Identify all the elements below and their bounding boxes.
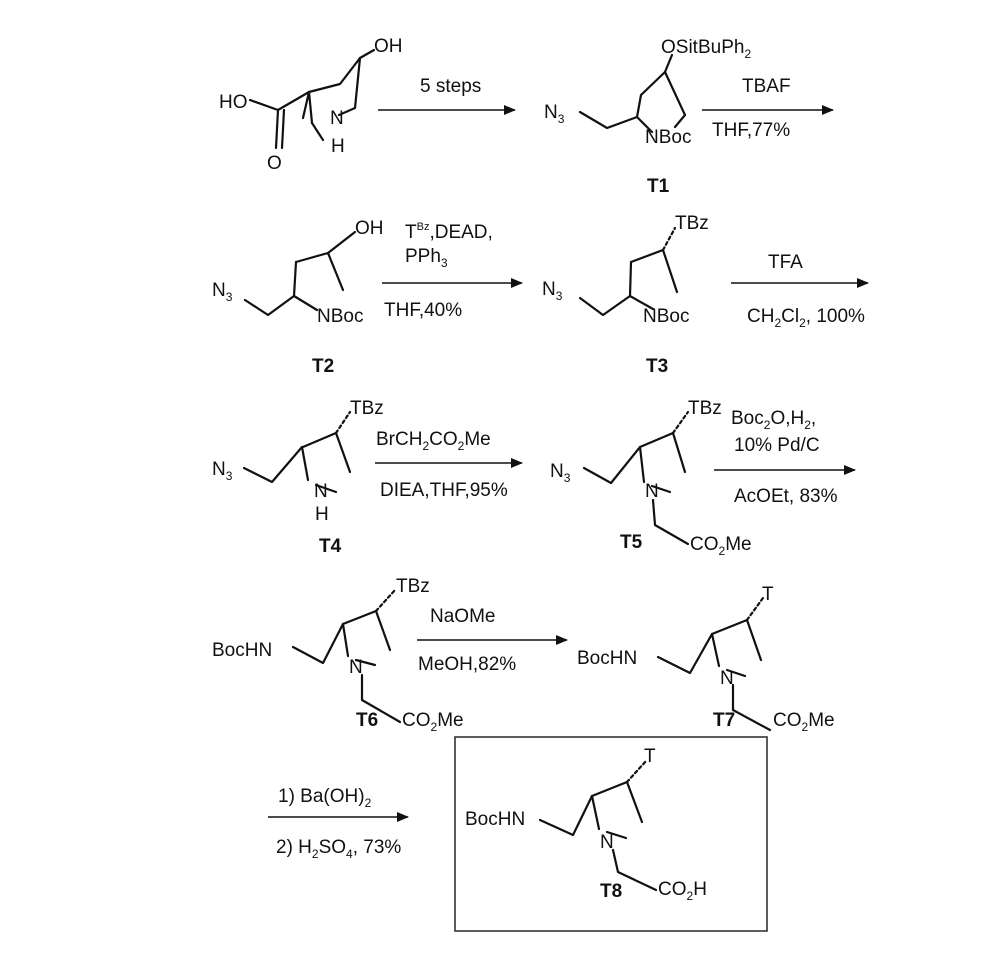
t2-oh-label: OH (355, 218, 384, 239)
step3-condition-below: THF,40% (384, 300, 462, 321)
compound-t7: T BocHN N CO2Me T7 (577, 584, 835, 734)
step1-arrow-group: 5 steps (378, 76, 515, 110)
t1-n3-label: N3 (544, 102, 565, 126)
t3-nboc-label: NBoc (643, 306, 689, 327)
compound-start-hydroxyproline: HO O N H OH (219, 36, 403, 174)
t7-ester-label: CO2Me (773, 710, 835, 734)
t4-n3-label: N3 (212, 459, 233, 483)
step8-condition-above: 1) Ba(OH)2 (278, 786, 372, 810)
step3-arrow-group: TBz,DEAD, PPh3 THF,40% (382, 221, 522, 321)
compound-t8: T BocHN N CO2H T8 (465, 746, 707, 903)
t6-bochn-label: BocHN (212, 640, 272, 661)
compound-t5: TBz N3 N CO2Me T5 (550, 398, 752, 558)
step6-condition-below: AcOEt, 83% (734, 486, 838, 507)
step8-condition-below: 2) H2SO4, 73% (276, 837, 401, 861)
t7-bochn-label: BocHN (577, 648, 637, 669)
t8-compound-label: T8 (600, 881, 622, 902)
t3-compound-label: T3 (646, 356, 668, 377)
step6-condition-above-1: Boc2O,H2, (731, 408, 816, 432)
step2-arrow-group: TBAF THF,77% (702, 76, 833, 141)
t3-n3-label: N3 (542, 279, 563, 303)
step2-condition-above: TBAF (742, 76, 791, 97)
compound-t2: OH N3 NBoc T2 (212, 218, 384, 377)
step5-condition-above: BrCH2CO2Me (376, 429, 491, 453)
step4-condition-below: CH2Cl2, 100% (747, 306, 865, 330)
t8-t-label: T (644, 746, 656, 767)
step8-arrow-group: 1) Ba(OH)2 2) H2SO4, 73% (268, 786, 408, 861)
start-oh-label: OH (374, 36, 403, 57)
t2-n3-label: N3 (212, 280, 233, 304)
step5-condition-below: DIEA,THF,95% (380, 480, 508, 501)
step2-condition-below: THF,77% (712, 120, 790, 141)
t2-nboc-label: NBoc (317, 306, 363, 327)
start-carbonyl-o-label: O (267, 153, 282, 174)
t6-n-label: N (349, 657, 363, 678)
t5-compound-label: T5 (620, 532, 643, 553)
t2-compound-label: T2 (312, 356, 334, 377)
t5-tbz-label: TBz (688, 398, 722, 419)
compound-t1: OSitBuPh2 N3 NBoc T1 (544, 37, 751, 197)
step6-arrow-group: Boc2O,H2, 10% Pd/C AcOEt, 83% (714, 408, 855, 507)
step4-arrow-group: TFA CH2Cl2, 100% (731, 252, 868, 330)
start-nh-h-label: H (331, 136, 345, 157)
t8-n-label: N (600, 832, 614, 853)
t5-n3-label: N3 (550, 461, 571, 485)
t6-compound-label: T6 (356, 710, 378, 731)
t1-osi-label: OSitBuPh2 (661, 37, 751, 61)
t4-tbz-label: TBz (350, 398, 384, 419)
step3-condition-above-2: PPh3 (405, 246, 448, 270)
compound-t4: TBz N3 N H T4 (212, 398, 384, 557)
t5-ester-label: CO2Me (690, 534, 752, 558)
t4-compound-label: T4 (319, 536, 342, 557)
step7-condition-above: NaOMe (430, 606, 495, 627)
step4-condition-above: TFA (768, 252, 803, 273)
t4-nh-h-label: H (315, 504, 329, 525)
t8-bochn-label: BocHN (465, 809, 525, 830)
step1-condition-above: 5 steps (420, 76, 481, 97)
compound-t3: TBz N3 NBoc T3 (542, 213, 709, 377)
t5-n-label: N (645, 481, 659, 502)
start-nh-n-label: N (330, 108, 344, 129)
step6-condition-above-2: 10% Pd/C (734, 435, 820, 456)
t6-ester-label: CO2Me (402, 710, 464, 734)
step7-condition-below: MeOH,82% (418, 654, 516, 675)
step7-arrow-group: NaOMe MeOH,82% (417, 606, 567, 675)
t4-nh-n-label: N (314, 481, 328, 502)
t1-compound-label: T1 (647, 176, 670, 197)
step3-condition-above-1: TBz,DEAD, (405, 221, 493, 243)
start-ho-label: HO (219, 92, 248, 113)
t7-t-label: T (762, 584, 774, 605)
t3-tbz-label: TBz (675, 213, 709, 234)
t1-nboc-label: NBoc (645, 127, 691, 148)
step5-arrow-group: BrCH2CO2Me DIEA,THF,95% (375, 429, 522, 501)
t6-tbz-label: TBz (396, 576, 430, 597)
t7-compound-label: T7 (713, 710, 735, 731)
t8-acid-label: CO2H (658, 879, 707, 903)
t7-n-label: N (720, 668, 734, 689)
